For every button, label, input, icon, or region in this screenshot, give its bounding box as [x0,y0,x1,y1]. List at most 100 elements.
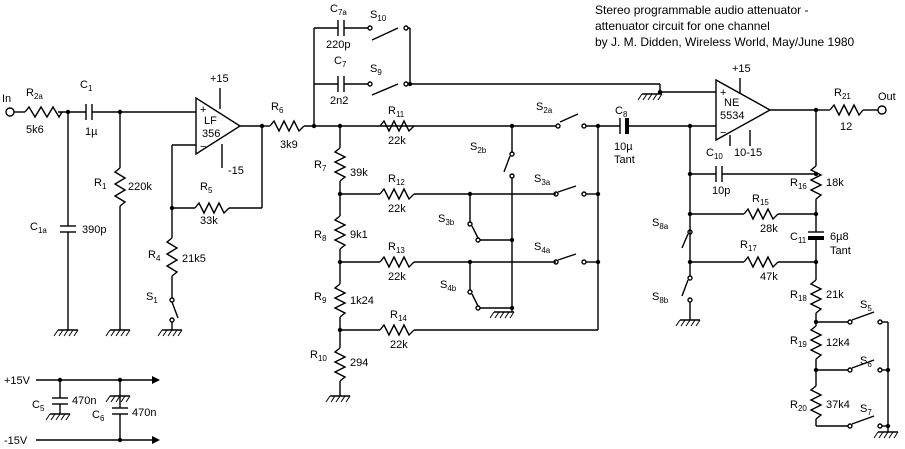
value-r7: 39k [350,167,368,179]
supply-decoupling: +15V -15V C5 470n C6 470n [4,375,160,447]
svg-text:356: 356 [202,128,220,140]
value-r20: 37k4 [826,399,850,411]
label-r20: R20 [790,399,807,413]
resistor-r6 [269,119,305,133]
label-c7: C7 [334,55,347,69]
label-c5: C5 [32,399,45,413]
resistor-r18 [809,279,823,314]
label-s7: S7 [860,403,872,417]
value-r10: 294 [350,357,368,369]
label-s5: S5 [860,299,872,313]
label-r17: R17 [740,239,757,253]
switch-bank: S2b S3a S3b S4a S4b [438,101,620,319]
resistor-r8 [333,215,347,250]
svg-text:−: − [200,141,206,153]
resistor-r12 [379,187,415,201]
svg-text:NE: NE [724,97,739,109]
label-s2a: S2a [536,101,553,115]
label-s8b: S8b [652,291,669,305]
label-c10: C10 [706,147,723,161]
resistor-r15 [743,207,779,221]
label-r6: R6 [271,101,284,115]
resistor-r9 [333,283,347,318]
r6-block: R6 3k9 [262,101,512,151]
switch-s6 [851,359,875,369]
switch-s3b [471,225,479,239]
switch-s8a [681,233,689,249]
input-terminal [5,107,15,117]
value-r14: 22k [390,339,408,351]
resistor-r16 [809,165,823,200]
switch-s4a [557,253,577,261]
label-s9: S9 [370,63,382,77]
label-s4b: S4b [440,279,457,293]
label-s3b: S3b [438,213,455,227]
svg-text:−: − [720,127,726,139]
label-r13: R13 [388,241,405,255]
value-c5: 470n [72,395,96,407]
value-r19: 12k4 [826,337,850,349]
label-r1: R1 [94,177,107,191]
label-s8a: S8a [652,217,669,231]
value-r18: 21k [826,289,844,301]
opamp-ne5534: + − NE 5534 +15 C10 10-15 [706,63,819,161]
label-s3a: S3a [534,173,551,187]
label-r19: R19 [790,335,807,349]
title-line-3: by J. M. Didden, Wireless World, May/Jun… [595,35,855,49]
value-c7: 2n2 [330,95,348,107]
value-r8: 9k1 [350,229,368,241]
value-r21: 12 [840,121,852,133]
switch-s10 [371,27,399,41]
resistor-r11 [379,119,415,133]
label-r18: R18 [790,289,807,303]
resistor-r10 [333,347,347,382]
label-supply-neg: -15V [4,435,28,447]
note-c8: Tant [614,154,635,166]
resistor-r7 [333,147,347,182]
label-r21: R21 [834,87,851,101]
value-c1: 1µ [85,126,98,138]
filter-caps: C7a 220p S10 C7 2n2 S9 [313,3,660,126]
label-lf-minus15: -15 [228,165,244,177]
label-r10: R10 [310,349,327,363]
input-label: In [2,93,11,105]
label-s6: S6 [860,355,872,369]
label-r8: R8 [314,229,327,243]
resistor-r20 [809,385,823,420]
coupling-c8: C8 10µ Tant [614,84,716,166]
resistor-r2a [24,105,63,119]
svg-text:+: + [200,104,206,116]
label-r5: R5 [200,181,213,195]
attenuator-ladder: R7 39k R8 9k1 R9 1k24 R10 294 R11 22k R1… [310,105,599,403]
svg-text:5534: 5534 [720,110,744,122]
svg-text:LF: LF [204,115,217,127]
resistor-r5 [194,201,230,215]
label-c8: C8 [615,105,628,119]
opamp-lf356: + − LF 356 +15 -15 R5 33k R4 21k5 S1 [146,73,265,337]
switch-s1 [171,301,179,319]
value-c10: 10p [712,185,730,197]
note-c11: Tant [830,245,851,257]
label-r4: R4 [148,249,161,263]
switch-s8b [681,279,689,297]
switch-s7 [851,415,875,425]
value-c1a: 390p [82,224,106,236]
output-label: Out [878,91,896,103]
switch-s4b [471,293,479,307]
resistor-r14 [379,323,415,337]
label-r9: R9 [314,291,327,305]
label-s2b: S2b [470,141,487,155]
value-r1: 220k [128,181,152,193]
output-section: R21 12 Out 10p R16 18k R15 28k C11 6µ8 T… [652,87,899,439]
value-r6: 3k9 [280,139,298,151]
value-c7a: 220p [326,39,350,51]
label-s4a: S4a [534,241,551,255]
label-r2a: R2a [26,87,43,101]
resistor-r13 [379,255,415,269]
resistor-r17 [743,255,779,269]
value-r2a: 5k6 [26,124,44,136]
label-c1: C1 [80,79,93,93]
title-line-2: attenuator circuit for one channel [595,19,770,33]
label-lf-plus15: +15 [210,73,229,85]
